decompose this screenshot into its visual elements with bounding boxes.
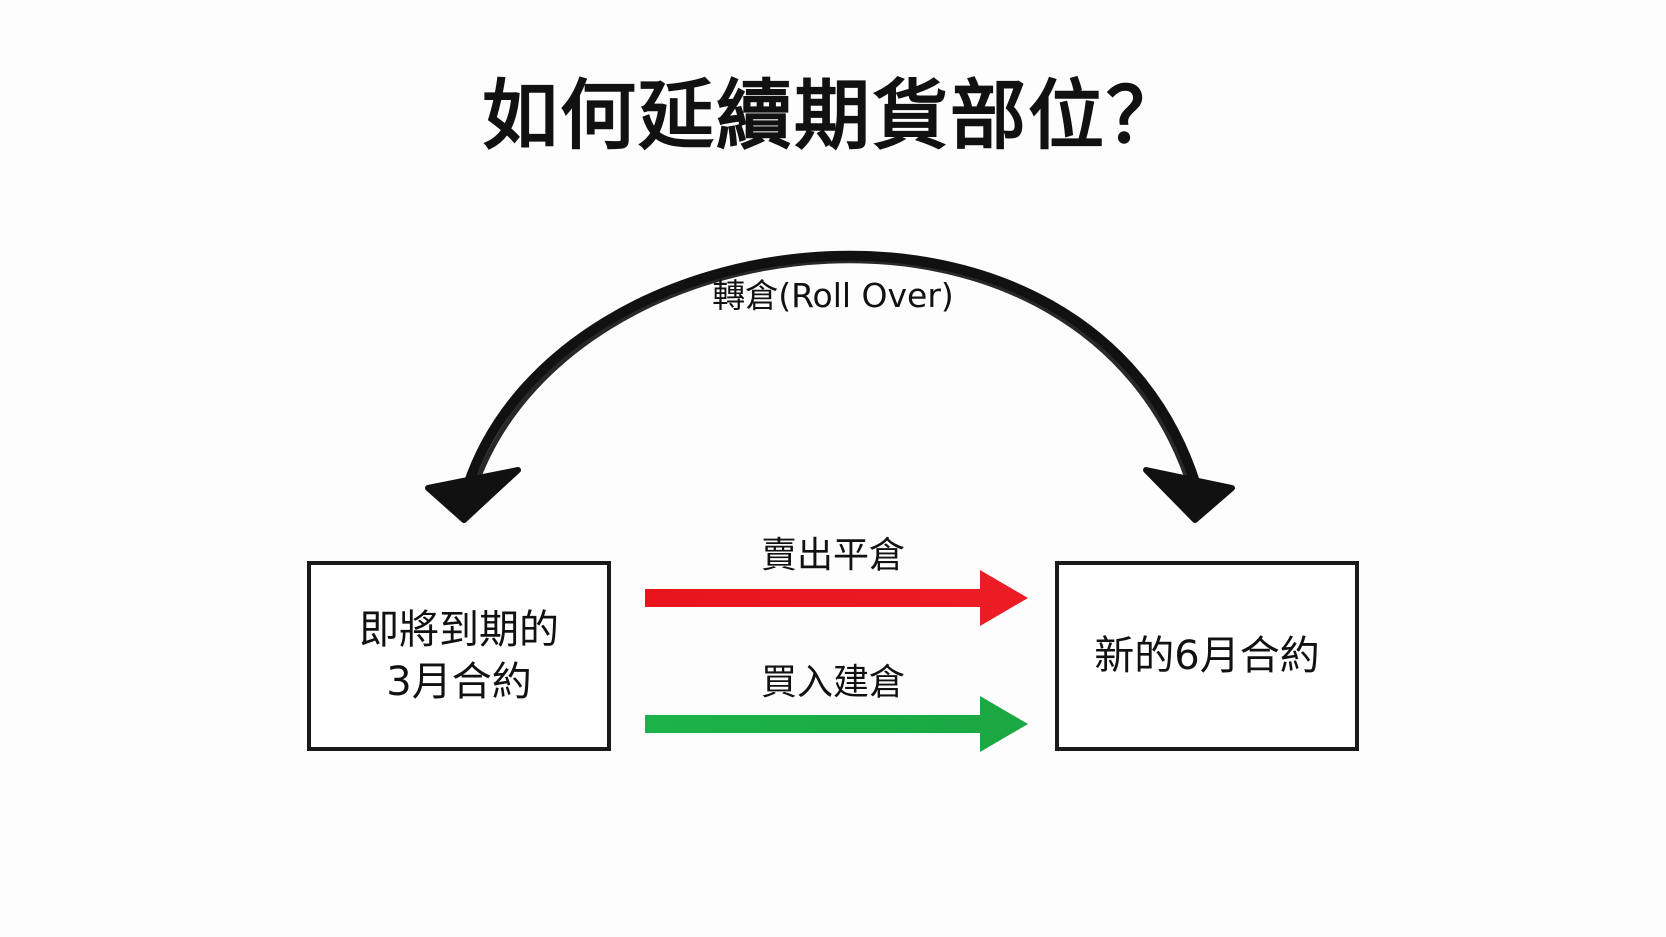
sell-arrow-shaft: [645, 589, 985, 607]
buy-arrow-shaft: [645, 715, 985, 733]
rollover-curve: [463, 250, 1201, 490]
left-arrowhead-icon: [425, 467, 521, 523]
buy-arrowhead-icon: [980, 696, 1028, 752]
buy-open-label: 買入建倉: [760, 662, 905, 703]
page-title: 如何延續期貨部位？: [482, 71, 1184, 160]
right-arrowhead-icon: [1143, 467, 1235, 523]
rollover-curve-shadow: [471, 258, 1194, 493]
expiring-contract-line2: 3月合約: [386, 659, 532, 705]
expiring-contract-box: 即將到期的 3月合約: [307, 561, 611, 751]
rollover-label: 轉倉(Roll Over): [712, 276, 954, 315]
new-contract-box: 新的6月合約: [1055, 561, 1359, 751]
expiring-contract-line1: 即將到期的: [359, 607, 559, 653]
sell-arrowhead-icon: [980, 570, 1028, 626]
sell-close-label: 賣出平倉: [760, 535, 905, 576]
new-contract-text: 新的6月合約: [1094, 633, 1320, 679]
